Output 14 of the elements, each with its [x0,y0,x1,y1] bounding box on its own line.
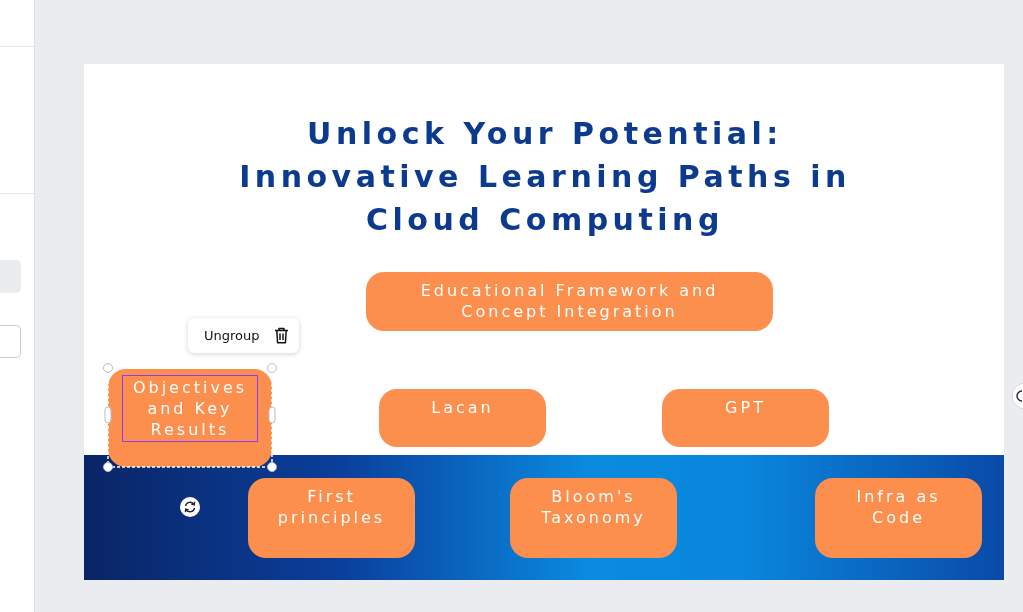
rounded-box [248,478,415,558]
rounded-box [815,478,982,558]
title-heading: Unlock Your Potential: Innovative Learning Paths in Cloud Computing [238,115,852,239]
box-label: GPT [724,397,767,418]
rounded-box [379,389,546,447]
rounded-box [662,389,829,447]
box-label: Bloom's Taxonomy [540,486,647,528]
box-label: Lacan [430,397,495,418]
ungroup-button: Ungroup [202,324,262,347]
box-label: Educational Framework and Concept Integration [419,280,720,322]
rounded-box [510,478,677,558]
box-label: First principles [276,486,387,528]
box-label: Infra as Code [855,486,942,528]
rounded-box [366,272,773,331]
